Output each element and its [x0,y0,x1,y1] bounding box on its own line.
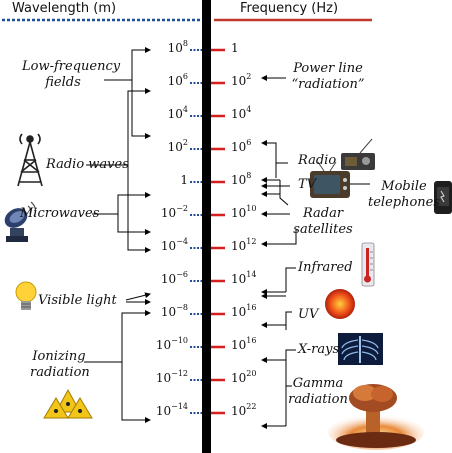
nuclear-explosion-icon [328,384,424,450]
wavelength-tick-label: 10−8 [160,303,188,320]
sun-icon [325,289,355,319]
light-bulb-icon [15,281,37,310]
wavelength-tick-label: 106 [167,72,188,89]
uv-label: UV [298,307,319,322]
frequency-tick-label: 1010 [231,204,257,221]
television-icon [310,161,350,198]
wavelength-tick-label: 10−12 [155,369,188,386]
wavelength-tick-label: 10−4 [160,237,188,254]
wavelength-tick-label: 102 [167,138,188,155]
mobile-telephones-label: Mobile telephones [368,179,441,210]
satellite-dish-icon [4,201,37,242]
xrays-label: X-rays [298,342,340,357]
frequency-tick-label: 108 [231,171,252,188]
frequency-tick-label: 1 [231,41,239,55]
visible-light-label: Visible light [38,293,117,308]
wavelength-header: Wavelength (m) [12,1,117,16]
mobile-phone-icon [434,181,452,214]
radio-set-icon [341,138,375,170]
radio-tower-icon [17,133,43,187]
frequency-tick-label: 106 [231,138,252,155]
wavelength-tick-label: 104 [167,105,188,122]
frequency-tick-label: 1012 [231,237,257,254]
power-line-radiation-label: Power line “radiation” [291,61,365,92]
radar-satellites-label: Radar satellites [293,206,353,237]
radiation-hazard-icon [43,388,93,419]
frequency-tick-label: 1014 [231,270,257,287]
infrared-label: Infrared [298,260,353,275]
microwaves-label: Microwaves [20,206,100,221]
radio-waves-label: Radio waves [46,157,129,172]
spectrum-axis [202,0,211,453]
frequency-tick-label: 1016 [231,336,257,353]
thermometer-icon [361,242,375,287]
wavelength-tick-label: 10−6 [160,270,188,287]
frequency-tick-label: 102 [231,72,252,89]
wavelength-tick-label: 10−10 [155,336,188,353]
radio-label: Radio [298,153,337,168]
xray-chest-icon [338,333,383,365]
gamma-radiation-label: Gamma radiation [288,376,348,407]
low-frequency-fields-label: Low-frequency fields [22,59,121,90]
frequency-tick-label: 1022 [231,402,257,419]
wavelength-tick-label: 108 [167,39,188,56]
ionizing-radiation-label: Ionizing radiation [30,349,90,380]
tv-label: TV [298,177,317,192]
frequency-tick-label: 1016 [231,303,257,320]
wavelength-tick-label: 10−2 [160,204,188,221]
frequency-tick-label: 104 [231,105,252,122]
wavelength-tick-label: 10−14 [155,402,188,419]
wavelength-tick-label: 1 [180,173,188,187]
frequency-tick-label: 1020 [231,369,257,386]
frequency-header: Frequency (Hz) [240,1,339,16]
